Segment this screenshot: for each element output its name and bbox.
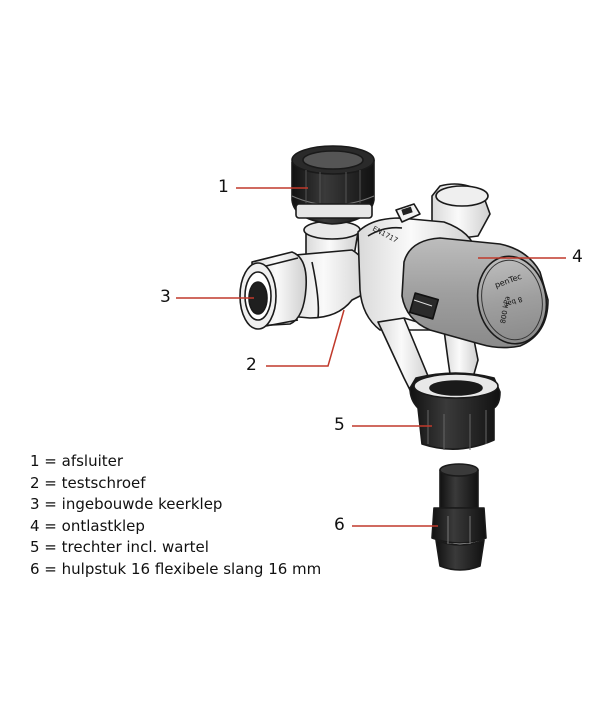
shutoff-cap xyxy=(291,145,375,225)
callout-2: 2 xyxy=(246,355,257,375)
legend-item: 2 = testschroef xyxy=(30,473,146,492)
hose-adapter xyxy=(431,463,487,571)
legend-item: 3 = ingebouwde keerklep xyxy=(30,495,223,513)
relief-valve-cap: penTec 8 bar 800 kPa xyxy=(401,237,549,349)
funnel-union-nut xyxy=(409,372,501,450)
check-valve-union xyxy=(239,251,308,330)
callout-6: 6 xyxy=(334,515,345,535)
valve-assembly: EN1717 penTec 8 bar 800 kPa xyxy=(239,145,549,571)
legend-item: 6 = hulpstuk 16 flexibele slang 16 mm xyxy=(30,559,322,578)
callout-5: 5 xyxy=(334,415,345,435)
test-screw-tab xyxy=(395,203,421,223)
callout-1: 1 xyxy=(218,177,229,197)
leader-lines xyxy=(176,187,566,527)
parts-legend: 1 = afsluiter 2 = testschroef 3 = ingebo… xyxy=(30,451,321,580)
callout-4: 4 xyxy=(572,247,583,267)
legend-item: 5 = trechter incl. wartel xyxy=(30,538,209,556)
callout-3: 3 xyxy=(160,287,171,307)
leader-line-2 xyxy=(266,309,345,367)
legend-item: 1 = afsluiter xyxy=(30,452,124,470)
legend-item: 4 = ontlastklep xyxy=(30,516,145,535)
